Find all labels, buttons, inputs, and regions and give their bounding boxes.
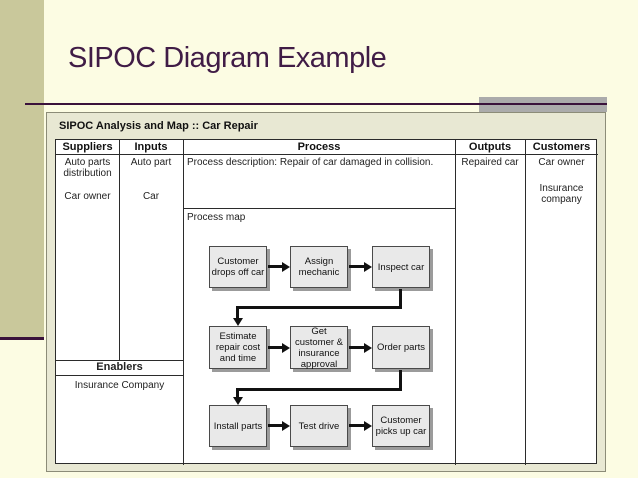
arrow-connector [236, 388, 402, 391]
arrow-down-icon [232, 318, 243, 326]
arrow-connector [268, 424, 283, 427]
outputs-customers-divider [525, 140, 526, 465]
column-header-customers: Customers [532, 141, 591, 153]
arrow-connector [236, 306, 239, 319]
arrow-connector [268, 265, 283, 268]
enablers-top-line [56, 360, 183, 361]
header-divider-line [56, 154, 598, 155]
flow-step-install-parts: Install parts [209, 405, 267, 447]
arrow-right-icon [282, 342, 290, 353]
column-header-suppliers: Suppliers [62, 141, 113, 153]
arrow-connector [349, 424, 365, 427]
arrow-right-icon [282, 420, 290, 431]
arrow-connector [236, 306, 402, 309]
slide-title: SIPOC Diagram Example [68, 42, 387, 74]
arrow-right-icon [282, 261, 290, 272]
sipoc-table: Suppliers Inputs Process Outputs Custome… [55, 139, 598, 465]
process-map-label: Process map [187, 212, 246, 223]
sipoc-panel-title: SIPOC Analysis and Map :: Car Repair [59, 120, 258, 132]
arrow-right-icon [364, 261, 372, 272]
arrow-connector [349, 346, 365, 349]
flow-step-get-approval: Get customer & insurance approval [290, 326, 348, 370]
suppliers-inputs-divider [119, 140, 120, 360]
flow-step-estimate-repair-cost: Estimate repair cost and time [209, 326, 267, 369]
slide-left-accent-bar [0, 0, 44, 337]
arrow-right-icon [364, 420, 372, 431]
inputs-process-divider [183, 140, 184, 465]
suppliers-item: Auto parts distribution [63, 157, 112, 179]
flow-step-order-parts: Order parts [372, 326, 430, 369]
flow-step-customer-picks-up-car: Customer picks up car [372, 405, 430, 447]
customers-item: Car owner [538, 157, 585, 168]
arrow-connector [349, 265, 365, 268]
process-description: Process description: Repair of car damag… [187, 157, 434, 168]
arrow-connector [236, 388, 239, 398]
customers-item: Insurance company [539, 183, 584, 205]
arrow-connector [268, 346, 283, 349]
suppliers-item: Car owner [64, 191, 111, 202]
arrow-down-icon [232, 397, 243, 405]
column-header-inputs: Inputs [134, 141, 168, 153]
process-map-divider [183, 208, 455, 209]
arrow-connector [399, 289, 402, 309]
inputs-item: Car [142, 191, 160, 202]
flow-step-test-drive: Test drive [290, 405, 348, 447]
sipoc-panel: SIPOC Analysis and Map :: Car Repair Sup… [46, 112, 606, 472]
process-outputs-divider [455, 140, 456, 465]
outputs-item: Repaired car [461, 157, 519, 168]
inputs-item: Auto part [130, 157, 172, 168]
column-header-process: Process [297, 141, 341, 153]
enablers-item: Insurance Company [74, 380, 165, 391]
column-header-outputs: Outputs [468, 141, 512, 153]
arrow-connector [399, 370, 402, 391]
flow-step-inspect-car: Inspect car [372, 246, 430, 288]
enablers-label: Enablers [96, 361, 143, 373]
flow-step-customer-drops-off-car: Customer drops off car [209, 246, 267, 288]
enablers-bottom-line [56, 375, 183, 376]
title-divider-line [25, 103, 607, 105]
flow-step-assign-mechanic: Assign mechanic [290, 246, 348, 288]
arrow-right-icon [364, 342, 372, 353]
slide-left-accent-underline [0, 337, 44, 340]
